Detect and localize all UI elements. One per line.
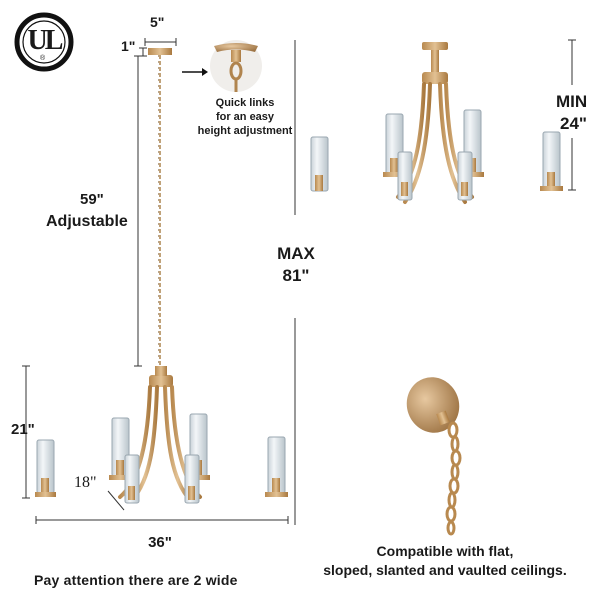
arrow-icon — [182, 68, 208, 76]
canopy-detail — [406, 377, 462, 536]
max-label: MAX — [277, 244, 315, 263]
ul-logo — [14, 12, 74, 72]
width-label: 36" — [148, 534, 172, 551]
candle-6 — [265, 436, 288, 497]
dimension-lines — [22, 38, 296, 525]
min-fixture — [310, 42, 563, 204]
quick-links-line-2: for an easy — [215, 111, 275, 123]
main-fixture — [35, 48, 288, 504]
candle-3 — [124, 454, 140, 504]
compatible-line-1: Compatible with flat, — [376, 543, 514, 559]
quick-links-line-1: Quick links — [215, 97, 275, 109]
candle-1 — [35, 439, 56, 497]
min-label: MIN — [556, 92, 588, 111]
max-value: 81" — [282, 266, 310, 285]
footer-note: Pay attention there are 2 wide — [34, 572, 238, 588]
compatible-line-2: sloped, slanted and vaulted ceilings. — [323, 562, 567, 578]
candle-5 — [184, 454, 200, 504]
registered-mark: ® — [40, 55, 46, 62]
arm-depth-label: 18" — [74, 474, 97, 491]
chain — [158, 55, 161, 372]
quick-links-callout: Quick links for an easy height adjustmen… — [190, 96, 300, 138]
canopy-width-label: 5" — [150, 14, 165, 30]
canopy-height-label: 1" — [121, 38, 136, 54]
quick-links-line-3: height adjustment — [197, 125, 293, 137]
quick-link-zoom — [210, 40, 262, 92]
ul-mark: UL — [27, 25, 64, 56]
canopy-plate — [148, 48, 172, 55]
compatible-callout: Compatible with flat, sloped, slanted an… — [300, 542, 590, 580]
min-value: 24" — [560, 114, 587, 133]
chain-length-label: 59" — [80, 191, 104, 208]
chain-adjustable-label: Adjustable — [46, 213, 128, 230]
body-height-label: 21" — [11, 421, 35, 438]
